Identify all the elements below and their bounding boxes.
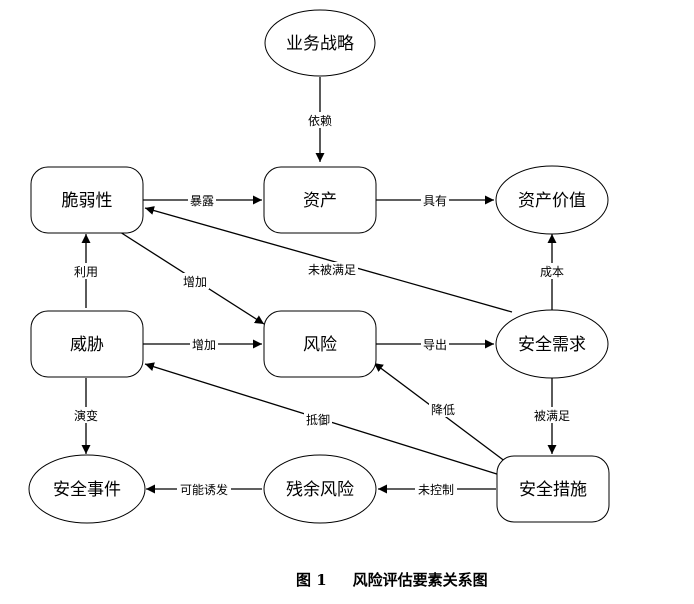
node-vulnerability: 脆弱性 — [30, 166, 144, 234]
edge-label-exploits: 利用 — [74, 265, 98, 279]
edge-label-evolves: 演变 — [74, 408, 98, 423]
edge-labels: 依赖 暴露 具有 未被满足 成本 利用 增加 增加 导出 演变 抵御 降低 被满… — [72, 112, 572, 497]
edge-label-uncontrolled: 未控制 — [418, 483, 454, 497]
node-security-measure: 安全措施 — [496, 455, 610, 523]
node-risk: 风险 — [263, 310, 377, 378]
node-threat: 威胁 — [30, 310, 144, 378]
figure-title: 风险评估要素关系图 — [352, 571, 488, 589]
node-label-security-measure: 安全措施 — [519, 480, 587, 500]
edge-label-exposes: 暴露 — [190, 194, 214, 208]
node-asset-value: 资产价值 — [495, 165, 609, 235]
node-label-risk: 风险 — [303, 335, 337, 355]
node-label-assets: 资产 — [303, 191, 337, 211]
edge-label-satisfied-by: 被满足 — [534, 409, 570, 423]
node-security-requirement: 安全需求 — [495, 309, 609, 379]
edge-label-may-induce: 可能诱发 — [180, 482, 228, 497]
node-label-vulnerability: 脆弱性 — [62, 191, 113, 211]
edges — [81, 77, 557, 494]
figure-caption: 图 1 风险评估要素关系图 — [296, 569, 488, 590]
edge-label-reduces: 降低 — [431, 403, 455, 417]
figure-number: 图 1 — [296, 571, 327, 589]
edge-label-not-satisfied: 未被满足 — [308, 263, 356, 277]
edge-label-depends-on: 依赖 — [308, 113, 332, 128]
node-label-residual-risk: 残余风险 — [286, 480, 354, 500]
edge-label-derives: 导出 — [423, 338, 447, 352]
node-label-security-incident: 安全事件 — [53, 480, 121, 500]
node-business-strategy: 业务战略 — [264, 9, 376, 77]
edge-not-satisfied — [144, 206, 513, 313]
edge-label-has: 具有 — [423, 194, 447, 208]
node-label-business-strategy: 业务战略 — [286, 34, 354, 54]
node-residual-risk: 残余风险 — [263, 454, 377, 524]
node-security-incident: 安全事件 — [28, 454, 146, 524]
node-label-threat: 威胁 — [70, 335, 104, 355]
node-label-asset-value: 资产价值 — [518, 191, 586, 211]
node-label-security-requirement: 安全需求 — [518, 335, 586, 355]
edge-label-resists: 抵御 — [306, 412, 330, 427]
edge-label-cost: 成本 — [540, 265, 564, 279]
edge-label-increases-1: 增加 — [183, 275, 207, 289]
edge-label-increases-2: 增加 — [192, 338, 216, 352]
node-assets: 资产 — [263, 166, 377, 234]
